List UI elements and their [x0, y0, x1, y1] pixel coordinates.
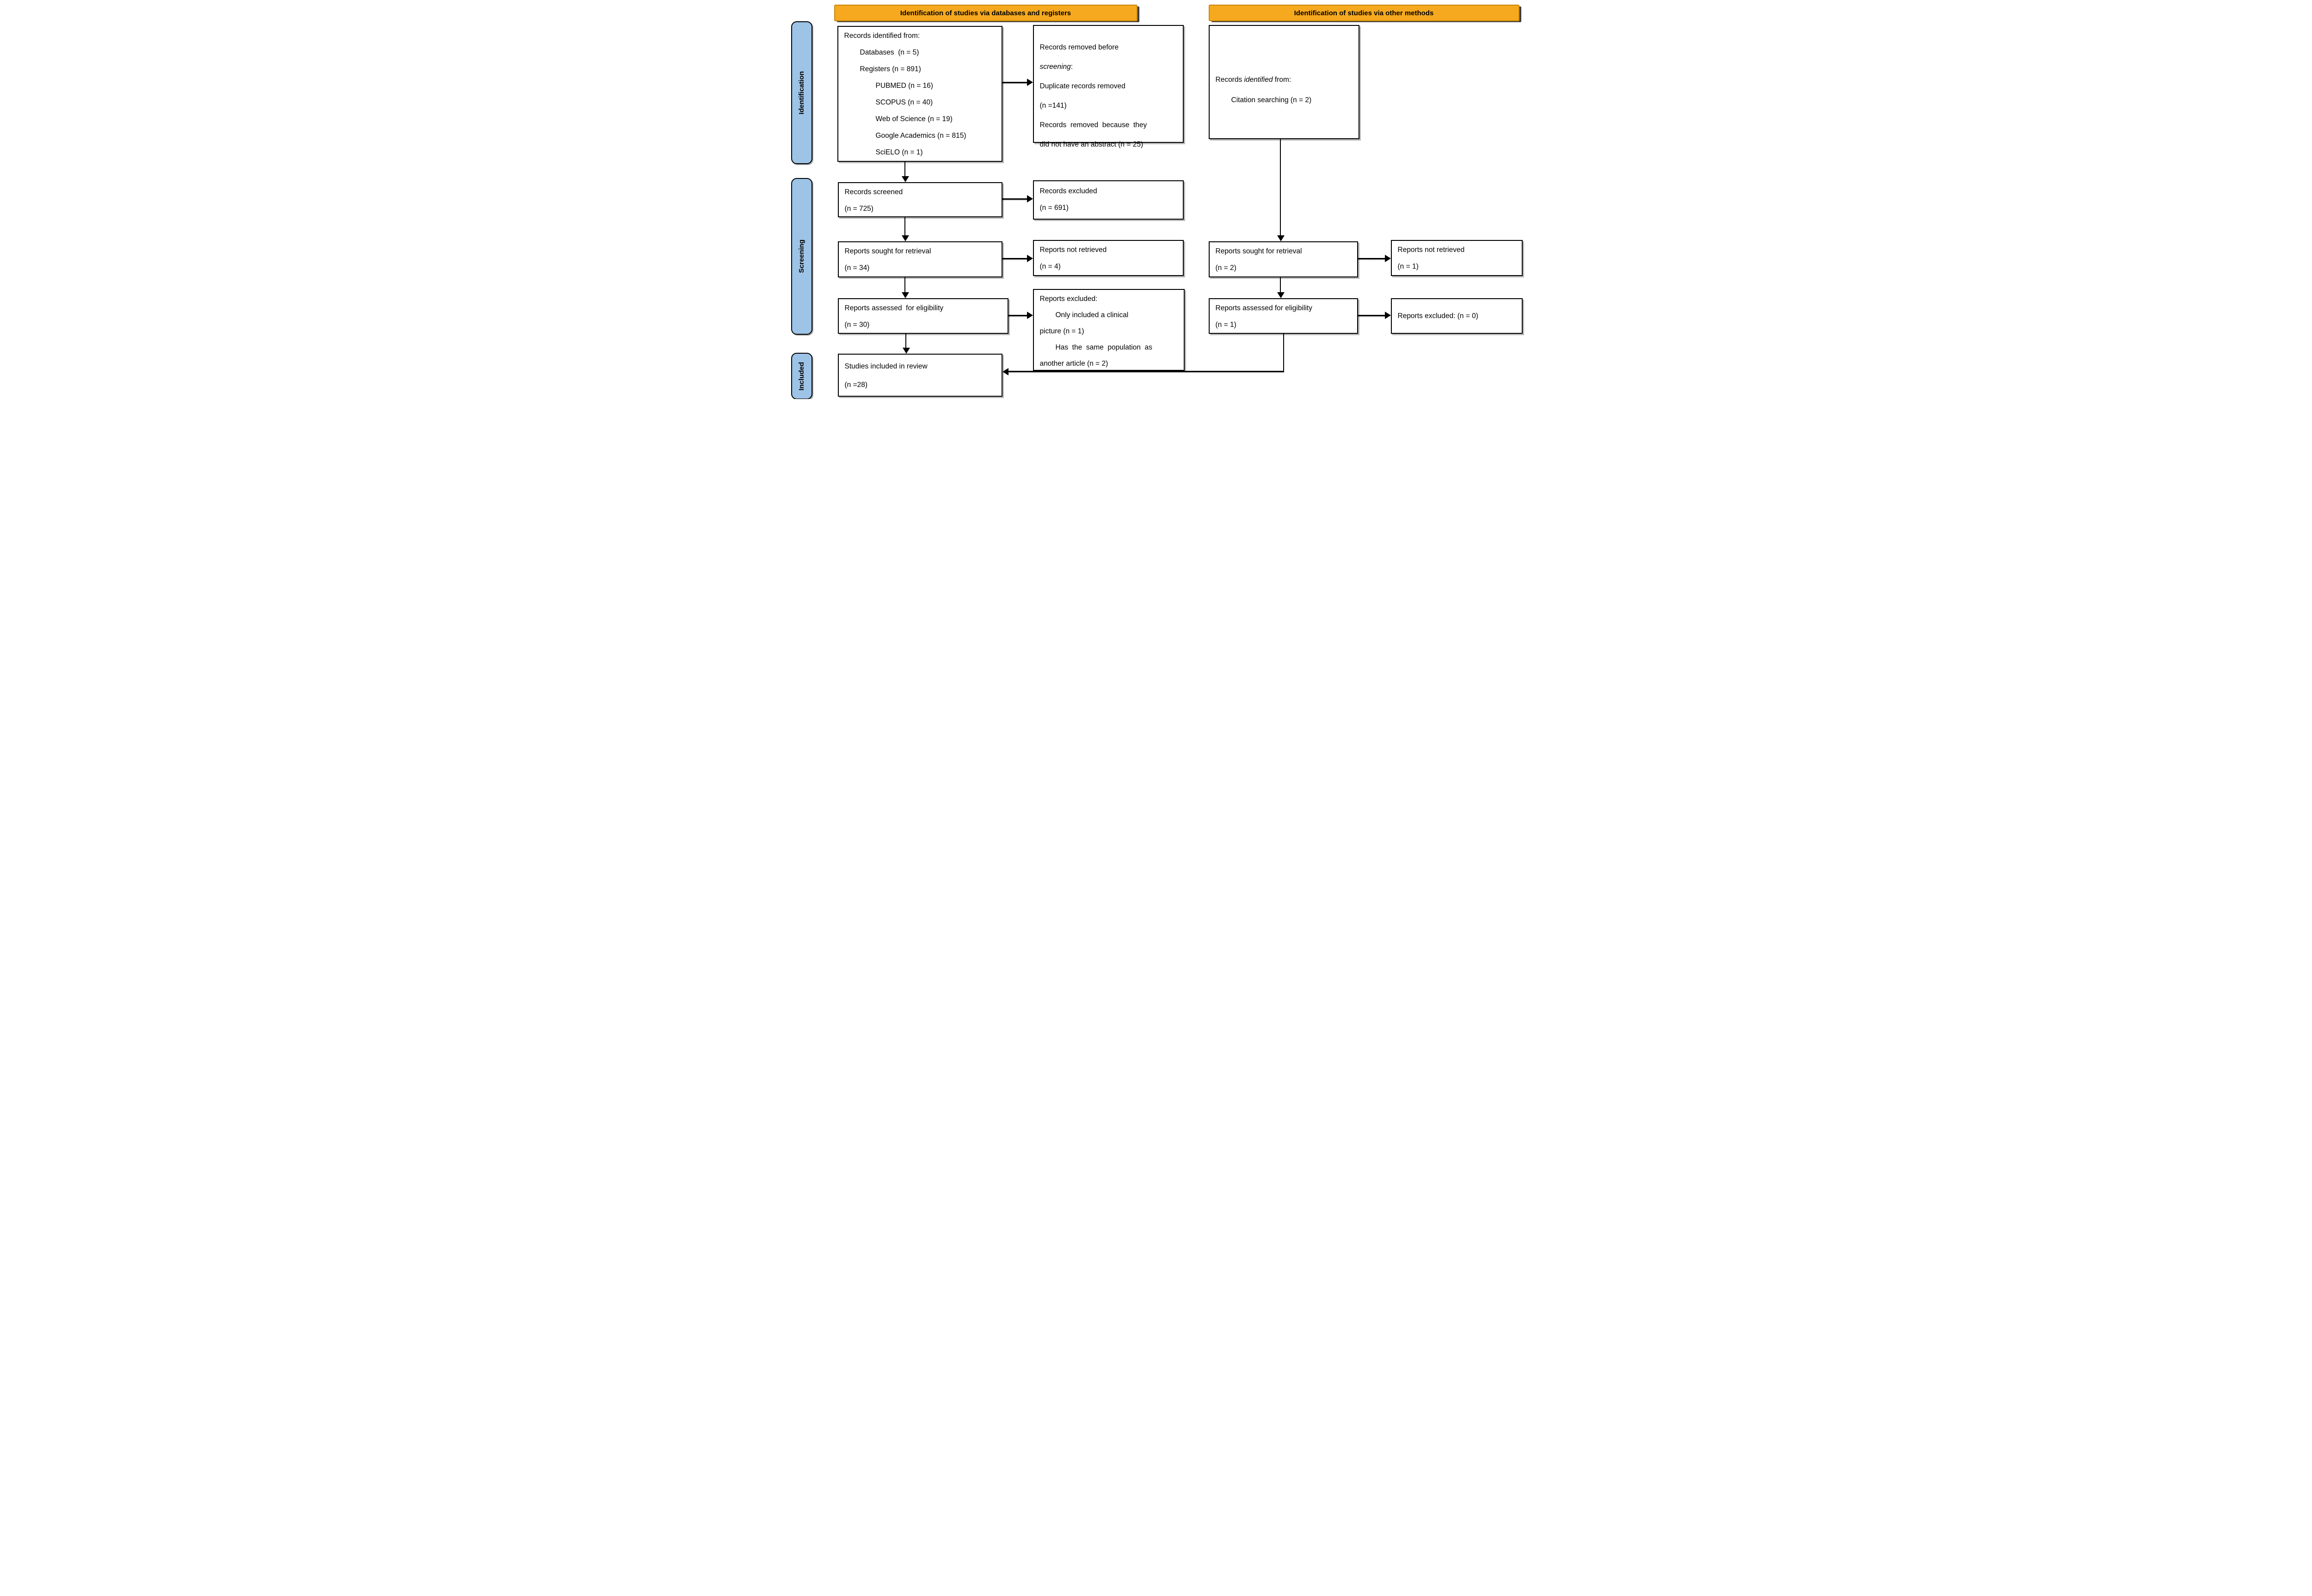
box-line: picture (n = 1): [1039, 327, 1084, 335]
box-records-screened: Records screened (n = 725): [837, 182, 1002, 217]
box-line-pre: Records: [1215, 75, 1244, 84]
box-reports-assessed: Reports assessed for eligibility (n = 30…: [837, 298, 1008, 334]
box-line: Reports excluded:: [1039, 295, 1098, 303]
box-records-removed: Records removed before screening: Duplic…: [1033, 25, 1184, 148]
box-line: Reports sought for retrieval: [1215, 247, 1302, 255]
box-reports-not-retrieved: Reports not retrieved (n = 4): [1033, 240, 1184, 276]
arrow-identified-to-removed-line: [1002, 82, 1027, 83]
arrow-othersought-to-otherassessed-head: [1277, 292, 1285, 298]
box-line: Studies included in review: [844, 362, 928, 370]
box-line: (n = 4): [1039, 263, 1061, 270]
stage-label-included-text: Included: [798, 362, 806, 391]
box-line: Google Academics (n = 815): [875, 132, 966, 140]
arrow-citation-to-othersought-line: [1279, 139, 1281, 236]
italic-word: identified: [1244, 75, 1273, 84]
box-line: Web of Science (n = 19): [875, 115, 953, 123]
arrow-othersought-to-otherassessed-line: [1279, 277, 1281, 293]
banner-databases-registers: Identification of studies via databases …: [834, 5, 1138, 21]
box-line: another article (n = 2): [1039, 360, 1108, 368]
box-line: SCOPUS (n = 40): [875, 98, 933, 106]
box-line: Reports not retrieved: [1039, 246, 1107, 254]
box-studies-included: Studies included in review (n =28): [837, 354, 1002, 397]
stage-label-identification-text: Identification: [798, 71, 806, 115]
arrow-citation-to-othersought-head: [1277, 235, 1285, 241]
box-line: Records removed because they: [1039, 121, 1147, 129]
box-line: Databases (n = 5): [860, 49, 919, 56]
arrow-identified-to-screened-head: [901, 176, 909, 182]
box-line: (n = 34): [844, 264, 870, 272]
box-records-identified-other: Records identified from: Citation search…: [1208, 25, 1359, 139]
box-line-rest: :: [1070, 63, 1073, 71]
arrow-othersought-to-othernotretrieved-head: [1384, 255, 1391, 262]
box-other-reports-not-retrieved: Reports not retrieved (n = 1): [1390, 240, 1523, 276]
box-line: Duplicate records removed: [1039, 82, 1125, 90]
box-reports-excluded-reasons: Reports excluded: Only included a clinic…: [1033, 289, 1185, 371]
box-line: Records screened: [844, 188, 903, 196]
arrow-identified-to-screened-line: [904, 162, 905, 177]
box-records-excluded: Records excluded (n = 691): [1033, 180, 1184, 220]
arrow-otherassessed-to-otherexcluded-line: [1358, 315, 1385, 316]
box-line: (n = 1): [1397, 263, 1419, 270]
box-line: (n = 2): [1215, 264, 1236, 272]
prisma-flow-diagram: Identification of studies via databases …: [786, 0, 1526, 399]
box-records-identified: Records identified from: Databases (n = …: [837, 26, 1002, 162]
stage-label-included: Included: [791, 353, 812, 399]
banner-databases-registers-label: Identification of studies via databases …: [900, 9, 1071, 17]
box-line: Only included a clinical: [1055, 311, 1129, 319]
arrow-screened-to-excluded-head: [1027, 195, 1033, 203]
arrow-otherassessed-to-studies-vline: [1283, 334, 1284, 372]
box-line: Reports assessed for eligibility: [1215, 304, 1312, 312]
box-line: (n = 1): [1215, 321, 1236, 329]
arrow-identified-to-removed-head: [1027, 79, 1033, 86]
arrow-sought-to-assessed-head: [901, 292, 909, 298]
arrow-assessed-to-reasons-line: [1008, 315, 1027, 316]
box-line-post: from:: [1273, 75, 1291, 84]
box-line: Has the same population as: [1055, 344, 1152, 351]
stage-label-screening-text: Screening: [798, 239, 806, 273]
arrow-sought-to-notretrieved-head: [1027, 255, 1033, 262]
box-line: Records identified from:: [1216, 70, 1356, 90]
arrow-assessed-to-reasons-head: [1027, 312, 1033, 319]
box-line: (n = 725): [844, 205, 873, 213]
arrow-screened-to-excluded-line: [1002, 198, 1027, 200]
banner-other-methods-label: Identification of studies via other meth…: [1294, 9, 1434, 17]
box-line: Records excluded: [1039, 187, 1097, 195]
italic-word: screening: [1039, 63, 1071, 71]
stage-label-screening: Screening: [791, 178, 812, 335]
box-line: PUBMED (n = 16): [875, 82, 933, 90]
box-line: Registers (n = 891): [860, 65, 921, 73]
box-line: Citation searching (n = 2): [1231, 96, 1312, 104]
arrow-sought-to-notretrieved-line: [1002, 258, 1027, 259]
stage-label-identification: Identification: [791, 21, 812, 164]
arrow-otherassessed-to-studies-hline: [1008, 371, 1284, 372]
box-line: (n = 691): [1039, 204, 1069, 212]
box-reports-sought: Reports sought for retrieval (n = 34): [837, 241, 1002, 277]
arrow-screened-to-sought-line: [904, 217, 905, 236]
box-line: Reports sought for retrieval: [844, 247, 931, 255]
arrow-sought-to-assessed-line: [904, 277, 905, 293]
box-line: (n =28): [844, 381, 868, 389]
box-line: screening:: [1040, 57, 1180, 77]
box-line: Reports not retrieved: [1397, 246, 1465, 254]
arrow-otherassessed-to-studies-head: [1002, 368, 1008, 375]
box-line: (n = 30): [844, 321, 870, 329]
box-line: Reports assessed for eligibility: [844, 304, 944, 312]
box-line: (n =141): [1039, 102, 1067, 110]
arrow-otherassessed-to-otherexcluded-head: [1384, 312, 1391, 319]
banner-other-methods: Identification of studies via other meth…: [1208, 5, 1519, 21]
arrow-assessed-to-included-line: [905, 334, 906, 348]
box-line: Reports excluded: (n = 0): [1397, 312, 1478, 320]
box-other-reports-excluded: Reports excluded: (n = 0): [1390, 298, 1523, 334]
box-line: Records removed before: [1039, 43, 1119, 51]
arrow-screened-to-sought-head: [901, 235, 909, 241]
box-other-reports-sought: Reports sought for retrieval (n = 2): [1208, 241, 1358, 277]
box-line: did not have an abstract (n = 25): [1039, 141, 1144, 148]
box-line: Records identified from:: [844, 32, 920, 40]
arrow-assessed-to-included-head: [902, 348, 910, 354]
box-line: SciELO (n = 1): [875, 148, 923, 156]
arrow-othersought-to-othernotretrieved-line: [1358, 258, 1385, 259]
box-other-reports-assessed: Reports assessed for eligibility (n = 1): [1208, 298, 1358, 334]
